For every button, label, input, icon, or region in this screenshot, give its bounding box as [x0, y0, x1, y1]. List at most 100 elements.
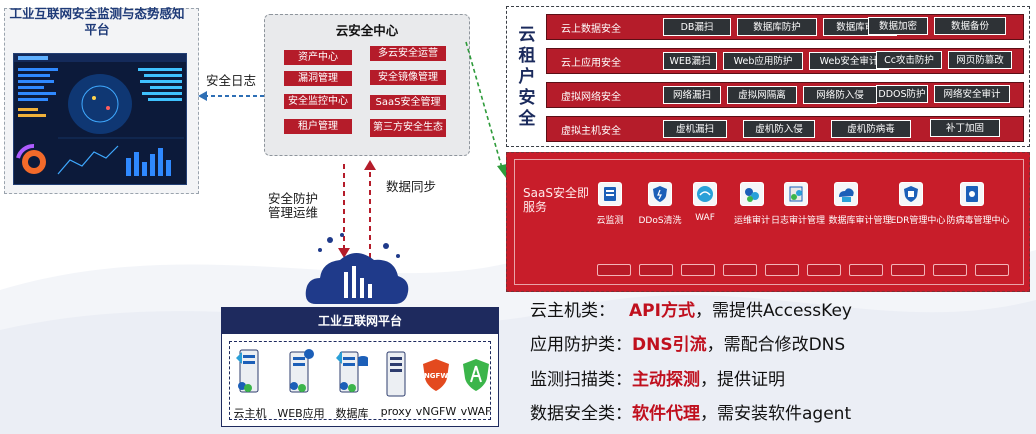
tenant-item[interactable]: 网络安全审计 — [934, 85, 1010, 103]
log-audit-icon[interactable] — [784, 182, 808, 206]
method-name: 主动探测 — [632, 370, 700, 390]
antivirus-icon[interactable] — [960, 182, 984, 206]
tenant-row-label: 云上数据安全 — [561, 23, 621, 35]
security-log-arrow — [198, 91, 264, 101]
tenant-row-label: 云上应用安全 — [561, 57, 621, 69]
monitoring-platform-title: 工业互联网安全监测与态势感知平台 — [9, 6, 185, 37]
method-note: ，提供证明 — [700, 370, 785, 390]
method-name: DNS引流 — [632, 335, 707, 355]
vuln-management-button[interactable]: 漏洞管理 — [284, 71, 352, 86]
platform-item-label: 数据库 — [335, 407, 369, 420]
tenant-link-arrow — [465, 41, 507, 178]
tenant-item[interactable]: 虚机漏扫 — [663, 120, 727, 138]
tenant-label-char: 户 — [518, 66, 536, 87]
tenant-item[interactable]: 虚拟网隔离 — [727, 86, 797, 104]
server-rack — [639, 264, 673, 276]
service-label: 云监测 — [596, 216, 624, 226]
tenant-item[interactable]: 网页防篡改 — [948, 51, 1012, 69]
multicloud-ops-button[interactable]: 多云安全运营 — [370, 46, 446, 61]
web-app-icon[interactable] — [286, 346, 316, 400]
db-audit-icon[interactable] — [834, 182, 858, 206]
saas-inner-frame — [514, 159, 1024, 285]
service-label: WAF — [695, 213, 715, 223]
tenant-item[interactable]: Web安全审计 — [809, 52, 889, 70]
tenant-item[interactable]: 数据库防护 — [737, 18, 817, 36]
edr-icon[interactable] — [899, 182, 923, 206]
waf-icon[interactable] — [693, 182, 717, 206]
dashboard-screenshot — [13, 53, 187, 185]
method-note: ，需提供AccessKey — [694, 301, 852, 321]
database-icon[interactable] — [336, 346, 370, 400]
cloud-monitor-icon[interactable] — [598, 182, 622, 206]
method-prefix: 监测扫描类： — [530, 370, 632, 390]
service-label: 日志审计管理 — [770, 216, 826, 226]
method-line-scan: 监测扫描类：主动探测，提供证明 — [530, 365, 785, 390]
proxy-icon[interactable] — [384, 350, 408, 400]
ops-audit-icon[interactable] — [740, 182, 764, 206]
platform-box — [221, 333, 499, 427]
server-icon[interactable] — [234, 346, 264, 400]
ngfw-shield-icon[interactable]: NGFW — [422, 358, 450, 392]
method-prefix: 数据安全类： — [530, 404, 632, 424]
method-name: API方式 — [629, 301, 695, 321]
ddos-shield-icon[interactable] — [648, 182, 672, 206]
saas-management-button[interactable]: SaaS安全管理 — [370, 95, 446, 110]
monitor-center-button[interactable]: 安全监控中心 — [284, 94, 352, 109]
security-log-label: 安全日志 — [206, 73, 257, 88]
service-label: 数据库审计管理 — [828, 216, 892, 226]
server-rack — [765, 264, 799, 276]
tenant-row-label: 虚拟主机安全 — [561, 125, 621, 137]
tenant-item[interactable]: 网络漏扫 — [663, 86, 721, 104]
method-prefix: 应用防护类： — [530, 335, 632, 355]
saas-title: SaaS安全即服务 — [523, 186, 589, 214]
tenant-label-char: 租 — [518, 45, 536, 66]
method-note: ，需配合修改DNS — [706, 335, 846, 355]
service-label: DDoS清洗 — [638, 216, 682, 226]
tenant-item[interactable]: WEB漏扫 — [663, 52, 717, 70]
data-sync-label: 数据同步 — [386, 179, 437, 194]
tenant-row-label: 虚拟网络安全 — [561, 91, 621, 103]
tenant-item[interactable]: 数据备份 — [934, 17, 1006, 35]
tenant-label-char: 云 — [518, 24, 536, 45]
platform-item-label: 云主机 — [233, 407, 267, 420]
asset-center-button[interactable]: 资产中心 — [284, 50, 352, 65]
tenant-row-app: 云上应用安全 WEB漏扫 Web应用防护 Web安全审计 — [546, 48, 1024, 74]
tenant-item[interactable]: DB漏扫 — [663, 18, 731, 36]
tenant-item[interactable]: 网络防入侵 — [803, 86, 877, 104]
server-rack — [975, 264, 1009, 276]
tenant-item[interactable]: DDOS防护 — [876, 85, 928, 103]
tenant-item[interactable]: Cc攻击防护 — [876, 51, 942, 69]
sync-arrows — [338, 160, 376, 258]
method-line-data: 数据安全类：软件代理，需安装软件agent — [530, 399, 851, 424]
third-party-ecosystem-button[interactable]: 第三方安全生态 — [370, 119, 446, 137]
server-rack — [597, 264, 631, 276]
method-name: 软件代理 — [632, 404, 700, 424]
tenant-item[interactable]: Web应用防护 — [723, 52, 803, 70]
platform-header: 工业互联网平台 — [221, 307, 499, 333]
platform-inner — [229, 341, 491, 420]
tenant-label-char: 全 — [518, 108, 536, 129]
image-security-button[interactable]: 安全镜像管理 — [370, 70, 446, 85]
service-label: 运维审计 — [733, 216, 771, 226]
server-rack — [681, 264, 715, 276]
security-ops-label: 安全防护 管理运维 — [268, 191, 319, 220]
method-line-app: 应用防护类：DNS引流，需配合修改DNS — [530, 330, 845, 355]
cloud-icon — [305, 233, 409, 304]
method-line-host: 云主机类：API方式，需提供AccessKey — [530, 296, 852, 321]
tenant-item[interactable]: 数据加密 — [868, 17, 928, 35]
server-rack — [807, 264, 841, 276]
server-rack — [849, 264, 883, 276]
ngfw-badge-text: NGFW — [424, 372, 448, 380]
platform-item-label: WEB应用 — [277, 407, 325, 420]
waf-shield-icon[interactable] — [462, 358, 490, 392]
tenant-label-char: 安 — [518, 87, 536, 108]
tenant-item[interactable]: 补丁加固 — [930, 119, 1000, 137]
tenant-management-button[interactable]: 租户管理 — [284, 119, 352, 134]
service-label: 防病毒管理中心 — [946, 216, 1010, 226]
server-rack — [723, 264, 757, 276]
server-rack — [891, 264, 925, 276]
platform-item-label: vWAF — [460, 405, 492, 418]
tenant-item[interactable]: 虚机防入侵 — [743, 120, 815, 138]
cloud-security-center-title: 云安全中心 — [335, 23, 399, 38]
tenant-item[interactable]: 虚机防病毒 — [831, 120, 911, 138]
